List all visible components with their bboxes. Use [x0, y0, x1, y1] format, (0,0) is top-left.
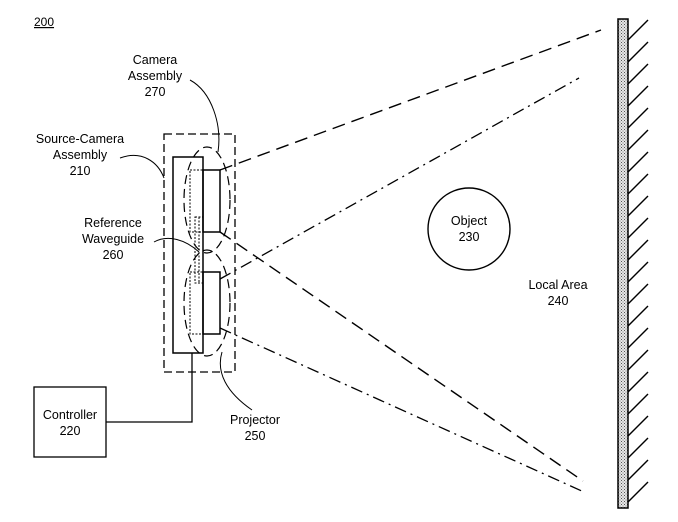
reference-waveguide-label: Reference Waveguide 260: [82, 216, 144, 262]
source-camera-assembly-label-line2: Assembly: [53, 148, 108, 162]
hatch-mark: [627, 151, 649, 173]
projector-ray-lower: [219, 327, 585, 493]
camera-ray-upper: [219, 29, 602, 171]
reference-waveguide-ref: 260: [103, 248, 124, 262]
object-label-line1: Object: [451, 214, 488, 228]
camera-assembly-label-line2: Assembly: [128, 69, 183, 83]
controller-label-line1: Controller: [43, 408, 97, 422]
controller-box: [33, 386, 107, 458]
projector-leader: [219, 351, 253, 411]
hatch-mark: [627, 173, 649, 195]
object-circle: [427, 187, 511, 271]
camera-assembly-label-line1: Camera: [133, 53, 178, 67]
wall-hatching: [627, 19, 649, 503]
camera-ray-lower: [219, 231, 584, 482]
camera-sensor-dotted: [189, 169, 204, 233]
hatch-mark: [627, 239, 649, 261]
source-body: [172, 156, 204, 354]
hatch-mark: [627, 41, 649, 63]
wall: [617, 18, 629, 509]
local-area-label: Local Area 240: [528, 278, 587, 308]
hatch-mark: [627, 459, 649, 481]
camera-assembly-ref: 270: [145, 85, 166, 99]
hatch-mark: [627, 437, 649, 459]
local-area-label-line1: Local Area: [528, 278, 587, 292]
projector-box: [202, 271, 221, 335]
controller-label: Controller 220: [43, 408, 97, 438]
source-camera-assembly-label-line1: Source-Camera: [36, 132, 124, 146]
source-camera-assembly-boundary: [163, 133, 236, 373]
hatch-mark: [627, 393, 649, 415]
figure-number: 200: [34, 15, 54, 29]
controller-connection: [106, 353, 193, 423]
reference-waveguide-leader: [153, 237, 200, 253]
hatch-mark: [627, 371, 649, 393]
reference-waveguide-label-line1: Reference: [84, 216, 142, 230]
camera-assembly-ellipse: [183, 146, 231, 254]
hatch-mark: [627, 217, 649, 239]
source-camera-assembly-leader: [119, 155, 165, 179]
source-camera-assembly-label: Source-Camera Assembly 210: [36, 132, 124, 178]
hatch-mark: [627, 283, 649, 305]
hatch-mark: [627, 481, 649, 503]
hatch-mark: [627, 19, 649, 41]
local-area-ref: 240: [548, 294, 569, 308]
hatch-mark: [627, 85, 649, 107]
object-label: Object 230: [451, 214, 488, 244]
hatch-mark: [627, 349, 649, 371]
source-camera-assembly-ref: 210: [70, 164, 91, 178]
projector-label-line1: Projector: [230, 413, 280, 427]
hatch-mark: [627, 305, 649, 327]
hatch-mark: [627, 129, 649, 151]
camera-assembly-leader: [189, 79, 220, 153]
hatch-mark: [627, 63, 649, 85]
hatch-mark: [627, 415, 649, 437]
camera-assembly-label: Camera Assembly 270: [128, 53, 183, 99]
projector-ref: 250: [245, 429, 266, 443]
projector-ellipse: [183, 249, 231, 357]
projector-label: Projector 250: [230, 413, 280, 443]
reference-waveguide-label-line2: Waveguide: [82, 232, 144, 246]
hatch-mark: [627, 107, 649, 129]
projector-ray-upper: [219, 77, 580, 280]
hatch-mark: [627, 195, 649, 217]
object-ref: 230: [459, 230, 480, 244]
hatch-mark: [627, 261, 649, 283]
controller-ref: 220: [60, 424, 81, 438]
hatch-mark: [627, 327, 649, 349]
projector-source-dotted: [189, 271, 204, 335]
camera-box: [202, 169, 221, 233]
